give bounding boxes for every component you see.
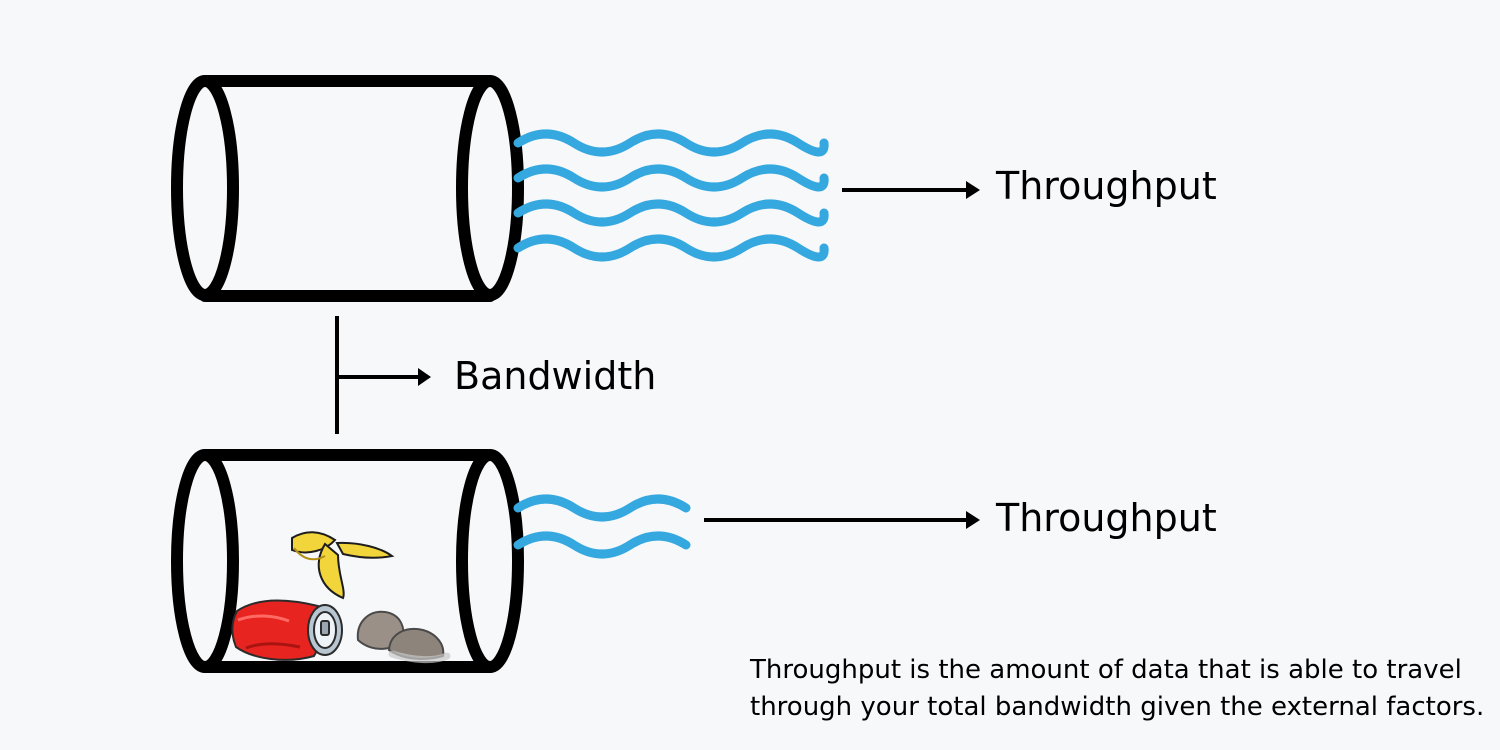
banana-peel-icon	[291, 531, 395, 600]
bottom-pipe-rim	[456, 449, 524, 673]
top-pipe-icon	[171, 75, 524, 302]
water-waves-icon-bottom	[513, 494, 691, 559]
throughput-label-bottom: Throughput	[996, 496, 1217, 540]
diagram-caption: Throughput is the amount of data that is…	[750, 655, 1485, 722]
water-waves-icon-top	[513, 129, 829, 262]
bandwidth-marker-icon	[335, 316, 431, 434]
throughput-arrow-icon-bottom	[704, 511, 980, 529]
bandwidth-label: Bandwidth	[454, 354, 657, 398]
soda-can-icon	[231, 599, 343, 661]
bottom-pipe-icon	[171, 449, 496, 673]
throughput-arrow-icon-top	[842, 181, 980, 199]
throughput-label-top: Throughput	[996, 164, 1217, 208]
rocks-icon	[356, 610, 451, 664]
